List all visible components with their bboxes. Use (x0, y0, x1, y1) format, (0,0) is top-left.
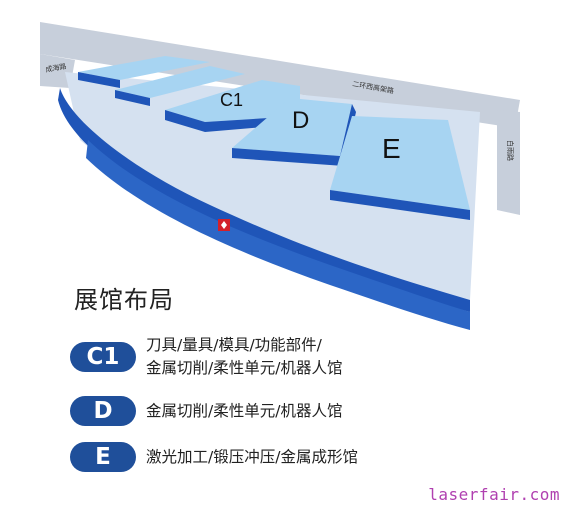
legend-badge-c1: C1 (70, 342, 136, 372)
hall-d-label: D (292, 107, 309, 134)
road-label-west: 成海路 (45, 61, 67, 74)
hall-e-top (330, 116, 470, 210)
legend-text-c1-line2: 金属切削/柔性单元/机器人馆 (146, 359, 343, 377)
road-west (40, 54, 75, 88)
platform-edge-lower (86, 140, 470, 330)
hall-strip-2-side (115, 90, 150, 106)
legend-badge-e: E (70, 442, 136, 472)
hall-e-label: E (382, 133, 401, 164)
hall-d-top (232, 98, 352, 156)
hall-d-side (232, 104, 356, 166)
location-marker-glyph (221, 221, 227, 229)
legend-text-d: 金属切削/柔性单元/机器人馆 (146, 402, 343, 420)
road-label-east: 白雨路 (506, 140, 515, 161)
hall-c1-label: C1 (220, 90, 243, 110)
legend-text-c1-line1: 刀具/量具/模具/功能部件/ (146, 336, 322, 354)
hall-strip-1-side (78, 72, 120, 88)
hall-strip-2-top (115, 66, 245, 98)
hall-e-side (330, 190, 470, 220)
platform-edge-upper (58, 88, 470, 312)
road-east (497, 110, 520, 215)
hall-c1-top (165, 80, 300, 122)
hall-strip-1-top (78, 56, 210, 80)
watermark-text: laserfair.com (428, 485, 560, 504)
legend-title: 展馆布局 (74, 286, 174, 314)
legend-text-e: 激光加工/锻压冲压/金属成形馆 (146, 448, 358, 466)
road-north (40, 22, 520, 128)
legend-badge-d: D (70, 396, 136, 426)
